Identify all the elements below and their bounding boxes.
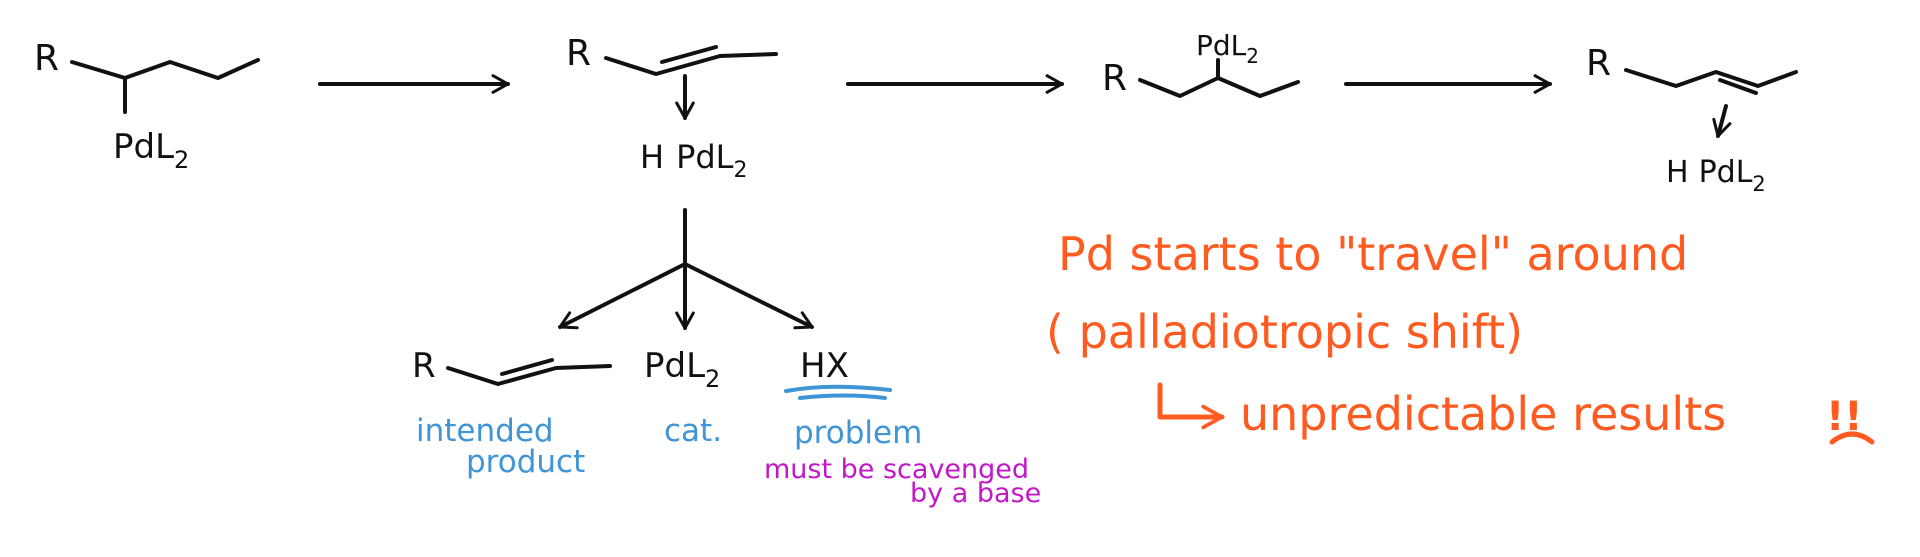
r-group-label: R <box>566 33 591 74</box>
scavenge-note-line2: by a base <box>910 478 1041 509</box>
hx-formula: HX <box>800 346 849 386</box>
hook-arrow-icon <box>1157 382 1225 430</box>
double-bond-line <box>1718 78 1758 95</box>
branch-arrow-left <box>558 262 687 330</box>
scavenge-note-line1: must be scavenged <box>764 454 1029 485</box>
intended-label-line1: intended <box>416 413 554 449</box>
product-catalyst: PdL2 cat. <box>644 346 722 449</box>
carbon-chain-bonds <box>1138 76 1300 98</box>
problem-label: problem <box>794 415 922 451</box>
r-group-label: R <box>412 346 436 386</box>
hx-underline-1 <box>784 384 892 393</box>
intended-label-line2: product <box>466 444 585 480</box>
coordination-arrow <box>1712 104 1732 138</box>
double-bond-line <box>660 45 718 64</box>
palladiotropic-shift-annotation: Pd starts to "travel" around ( palladiot… <box>1046 227 1875 445</box>
catalyst-label: cat. <box>664 413 722 449</box>
r-group-label: R <box>34 38 59 79</box>
r-group-label: R <box>1586 43 1611 84</box>
elimination-branch-arrows <box>558 208 814 330</box>
carbon-chain-bonds <box>446 364 612 386</box>
pd-ligand-label: PdL2 <box>1196 29 1259 68</box>
annotation-line2: ( palladiotropic shift) <box>1046 305 1523 359</box>
product-hx: HX problem must be scavenged by a base <box>764 346 1041 509</box>
pd-ligand-label: PdL2 <box>644 346 720 393</box>
molecule-alkyl-pd-start: R PdL2 <box>34 38 260 174</box>
carbon-chain-bonds <box>1624 68 1798 88</box>
annotation-line3: unpredictable results <box>1240 387 1726 441</box>
carbon-chain-bonds <box>70 58 260 80</box>
double-bond-line <box>500 358 554 376</box>
sad-face-icon <box>1829 431 1875 445</box>
annotation-line1: Pd starts to "travel" around <box>1058 227 1688 281</box>
hx-underline-2 <box>798 393 887 400</box>
molecule-migrated-alkyl-pd: R PdL2 <box>1102 29 1300 99</box>
pd-ligand-label: PdL2 <box>113 127 189 174</box>
r-group-label: R <box>1102 58 1127 99</box>
carbon-chain-bonds <box>604 52 778 76</box>
branch-arrow-right <box>683 262 814 330</box>
product-intended-alkene: R intended product <box>412 346 612 480</box>
